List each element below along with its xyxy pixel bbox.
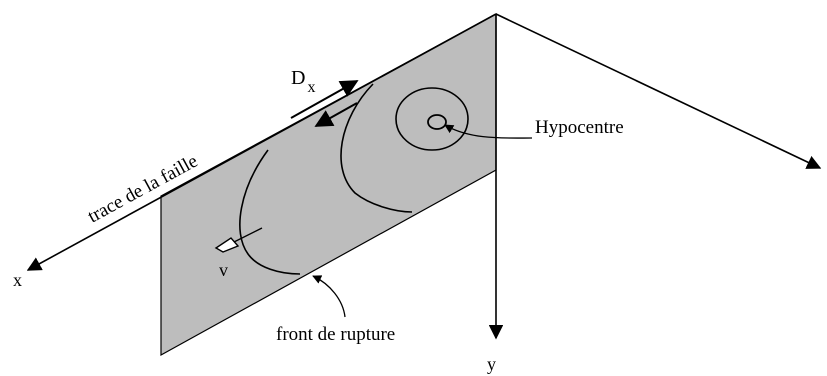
x-axis-line <box>26 13 497 271</box>
slip-arrow-upper <box>290 80 359 119</box>
velocity-vector-head <box>214 237 240 253</box>
slip-label-subscript: x <box>307 79 315 96</box>
rupture-front-label: front de rupture <box>276 324 395 345</box>
z-axis-line <box>495 13 822 169</box>
rupture-front-outer <box>239 149 301 275</box>
x-axis-label: x <box>13 270 22 290</box>
hypocentre-label: Hypocentre <box>535 117 624 138</box>
rupture-front-middle <box>340 83 413 213</box>
hypocentre-point <box>427 114 447 130</box>
slip-label-main: D <box>291 67 305 89</box>
y-axis-label: y <box>487 354 496 374</box>
velocity-label: v <box>219 260 228 280</box>
rupture-front-inner <box>395 87 469 151</box>
fault-plane <box>160 12 497 357</box>
rupture-front-pointer <box>312 275 346 318</box>
hypocentre-pointer <box>444 124 533 139</box>
slip-arrow-lower <box>314 102 358 127</box>
